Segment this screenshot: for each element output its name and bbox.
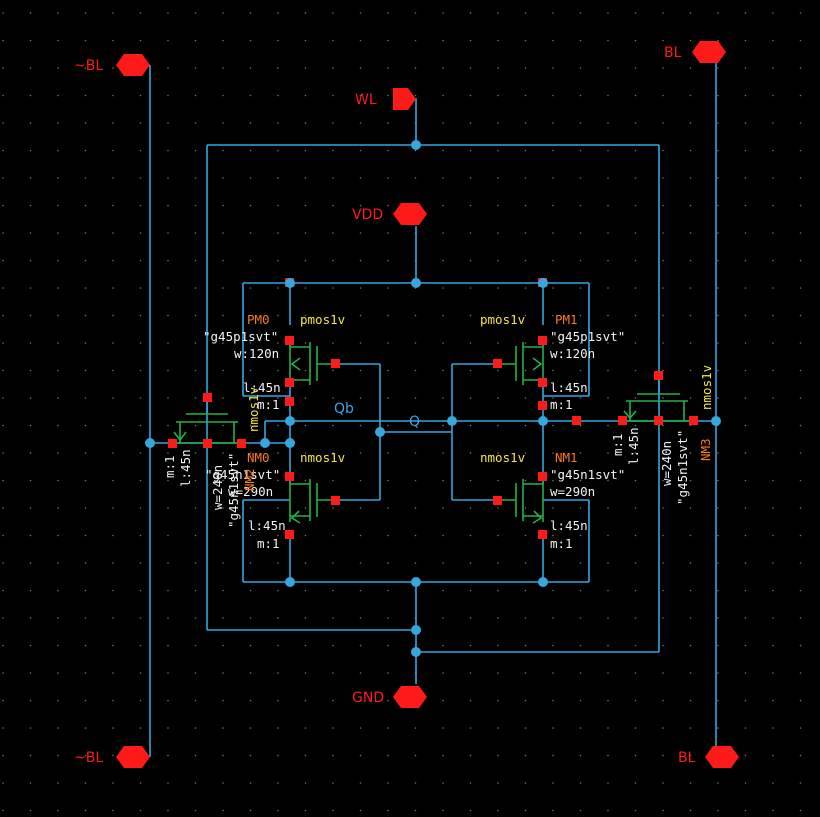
bl-top-pin[interactable] bbox=[692, 41, 726, 63]
nm2-cell: nmos1v bbox=[246, 387, 261, 432]
nm0-cell: nmos1v bbox=[300, 450, 345, 465]
pm0-cell: pmos1v bbox=[300, 312, 345, 327]
bl-bar-top-pin[interactable] bbox=[116, 54, 150, 76]
net-label-q: Q bbox=[409, 414, 420, 430]
nm0-model: "g45n1svt" bbox=[205, 467, 280, 482]
pm1-model: "g45p1svt" bbox=[550, 329, 625, 344]
nm3-model: "g45n1svt" bbox=[675, 430, 690, 505]
pm0-l: l:45n bbox=[243, 380, 281, 395]
nm3-l: l:45n bbox=[626, 427, 641, 465]
wl-label: WL bbox=[355, 92, 377, 108]
nm0-w: w=290n bbox=[228, 484, 273, 499]
devices bbox=[172, 341, 693, 524]
vdd-label: VDD bbox=[352, 207, 383, 223]
nm1-w: w=290n bbox=[550, 484, 595, 499]
bl-bar-bottom-pin[interactable] bbox=[116, 746, 150, 768]
bl-top-label: BL bbox=[664, 45, 682, 61]
io-pins bbox=[116, 41, 739, 768]
nm1-m: m:1 bbox=[550, 536, 573, 551]
bl-bar-top-label: ~BL bbox=[74, 58, 103, 74]
pm1-l: l:45n bbox=[550, 380, 588, 395]
vdd-pin[interactable] bbox=[393, 203, 427, 225]
nm3-name: NM3 bbox=[698, 438, 713, 461]
pm0-w: w:120n bbox=[234, 346, 279, 361]
bl-bar-bottom-label: ~BL bbox=[74, 750, 103, 766]
nm3-symbol[interactable] bbox=[622, 393, 693, 422]
wires bbox=[149, 52, 717, 757]
nm2-m: m:1 bbox=[162, 455, 177, 478]
pm1-name: PM1 bbox=[555, 312, 578, 327]
nm2-l: l:45n bbox=[178, 449, 193, 487]
nm2-symbol[interactable] bbox=[172, 413, 242, 444]
pm1-cell: pmos1v bbox=[480, 312, 525, 327]
nm3-m: m:1 bbox=[610, 433, 625, 456]
nm0-name: NM0 bbox=[247, 450, 270, 465]
pm1-w: w:120n bbox=[550, 346, 595, 361]
nm2-model: "g45n1svt" bbox=[226, 453, 241, 528]
pm0-model: "g45p1svt" bbox=[203, 329, 278, 344]
nm0-l: l:45n bbox=[248, 518, 286, 533]
nm0-m: m:1 bbox=[257, 536, 280, 551]
wl-pin[interactable] bbox=[393, 88, 416, 110]
nm1-cell: nmos1v bbox=[480, 450, 525, 465]
bl-bottom-label: BL bbox=[678, 750, 696, 766]
nm1-model: "g45n1svt" bbox=[550, 467, 625, 482]
nm2-name: NM2 bbox=[242, 468, 257, 491]
nm3-cell: nmos1v bbox=[699, 365, 714, 410]
gnd-pin[interactable] bbox=[393, 686, 427, 708]
nm1-name: NM1 bbox=[555, 450, 578, 465]
nm3-w: w=240n bbox=[659, 441, 674, 486]
nm1-l: l:45n bbox=[550, 518, 588, 533]
net-label-qb: Qb bbox=[334, 401, 354, 417]
bl-bottom-pin[interactable] bbox=[705, 746, 739, 768]
pm0-name: PM0 bbox=[247, 312, 270, 327]
pm0-m: m:1 bbox=[257, 397, 280, 412]
nm2-w: w=240n bbox=[210, 465, 225, 510]
junctions bbox=[145, 140, 721, 657]
pin-squares bbox=[168, 278, 698, 539]
pm1-m: m:1 bbox=[550, 397, 573, 412]
gnd-label: GND bbox=[352, 690, 384, 706]
pm1-symbol[interactable] bbox=[498, 341, 544, 386]
